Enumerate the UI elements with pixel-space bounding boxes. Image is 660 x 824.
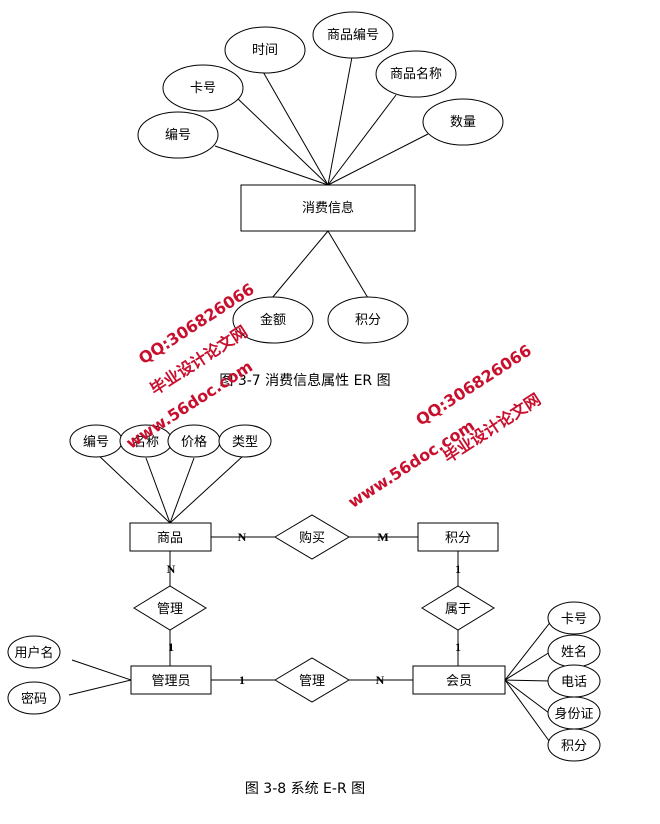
fig2-rel-belongs: 属于 <box>421 585 495 631</box>
fig2-admin-attr-username-label: 用户名 <box>14 645 53 661</box>
fig2-member-attr-idcard-label: 身份证 <box>554 706 593 722</box>
fig2-caption: 图 3-8 系统 E-R 图 <box>245 781 365 797</box>
fig1-attr-amount: 金额 <box>232 296 314 344</box>
card-goods-manage: N <box>167 562 176 576</box>
fig2-entity-member: 会员 <box>412 665 506 695</box>
fig1-entity-label: 消费信息 <box>302 200 354 216</box>
fig2-admin-attr-password: 密码 <box>7 681 61 715</box>
fig1-attr-quantity-label: 数量 <box>450 115 476 130</box>
fig2-rel-belongs-label: 属于 <box>445 602 471 617</box>
fig1-attr-goods-name-label: 商品名称 <box>390 66 442 82</box>
fig1-attr-id: 编号 <box>137 111 219 159</box>
card-points-belongs: 1 <box>455 562 461 576</box>
fig2-entity-points: 积分 <box>417 522 499 552</box>
fig2-member-attr-card: 卡号 <box>547 601 601 635</box>
fig1-attr-goods-id-label: 商品编号 <box>327 28 379 43</box>
fig2-goods-attr-type: 类型 <box>218 424 272 458</box>
fig1-caption: 图 3-7 消费信息属性 ER 图 <box>219 372 390 389</box>
fig2-rel-manage-goods-label: 管理 <box>157 602 183 617</box>
fig1-attr-card: 卡号 <box>162 64 244 112</box>
fig2-entity-goods-label: 商品 <box>157 531 183 546</box>
card-belongs-member: 1 <box>455 640 461 654</box>
fig2-rel-manage-member: 管理 <box>274 657 350 703</box>
fig1-attr-points: 积分 <box>327 296 409 344</box>
fig2-entity-admin-label: 管理员 <box>151 674 190 689</box>
fig2-goods-attr-price: 价格 <box>167 424 221 458</box>
fig2-cardinalities: N M N 1 1 1 1 N <box>167 530 461 687</box>
fig1-connectors <box>214 56 429 299</box>
fig2-member-attr-name: 姓名 <box>547 634 601 668</box>
fig1-attr-time-label: 时间 <box>252 43 278 58</box>
fig2-goods-attr-id-label: 编号 <box>83 435 109 450</box>
fig2-rel-manage-goods: 管理 <box>133 585 207 631</box>
fig2-goods-attr-name: 名称 <box>119 424 173 458</box>
fig2-member-attr-card-label: 卡号 <box>561 612 587 627</box>
fig2-admin-attr-username: 用户名 <box>7 635 61 669</box>
fig2-member-attr-points-label: 积分 <box>561 739 587 754</box>
fig2-entity-goods: 商品 <box>129 522 212 552</box>
card-manage-admin: 1 <box>168 640 174 654</box>
fig1-attr-card-label: 卡号 <box>190 81 216 96</box>
fig2-goods-attr-type-label: 类型 <box>232 435 258 450</box>
fig2-entity-points-label: 积分 <box>445 531 471 546</box>
card-admin-manage: 1 <box>239 673 245 687</box>
fig1-attr-goods-id: 商品编号 <box>312 11 394 59</box>
watermark-right: 毕业设计论文网 www.56doc.com QQ:306826066 <box>345 341 544 512</box>
fig2-connectors <box>68 452 553 746</box>
card-manage-member: N <box>376 673 385 687</box>
fig2-member-attr-phone: 电话 <box>547 664 601 698</box>
fig2-rel-manage-member-label: 管理 <box>299 674 325 689</box>
fig2-rel-buy: 购买 <box>274 514 350 560</box>
fig1-attr-amount-label: 金额 <box>260 312 286 328</box>
fig2-admin-attr-password-label: 密码 <box>21 691 47 707</box>
fig2-entity-admin: 管理员 <box>130 665 212 695</box>
fig2-member-attr-name-label: 姓名 <box>561 644 587 660</box>
fig2-goods-attr-id: 编号 <box>69 424 123 458</box>
fig1-attr-points-label: 积分 <box>355 313 381 328</box>
fig2-entity-member-label: 会员 <box>446 674 472 689</box>
fig1-attr-goods-name: 商品名称 <box>375 50 457 98</box>
fig1-attr-time: 时间 <box>224 26 306 74</box>
fig2-member-attr-phone-label: 电话 <box>561 675 587 690</box>
fig1-attr-quantity: 数量 <box>422 98 504 146</box>
card-goods-buy: N <box>238 530 247 544</box>
fig1-attr-id-label: 编号 <box>165 128 191 143</box>
fig2-goods-attr-name-label: 名称 <box>133 434 159 450</box>
card-buy-points: M <box>377 530 388 544</box>
fig1-entity-consumption: 消费信息 <box>240 184 416 232</box>
watermark-right-url: www.56doc.com <box>345 416 478 512</box>
fig2-goods-attr-price-label: 价格 <box>181 434 207 450</box>
fig2-member-attr-points: 积分 <box>547 728 601 762</box>
fig2-rel-buy-label: 购买 <box>299 530 325 546</box>
fig2-member-attr-idcard: 身份证 <box>547 696 601 730</box>
